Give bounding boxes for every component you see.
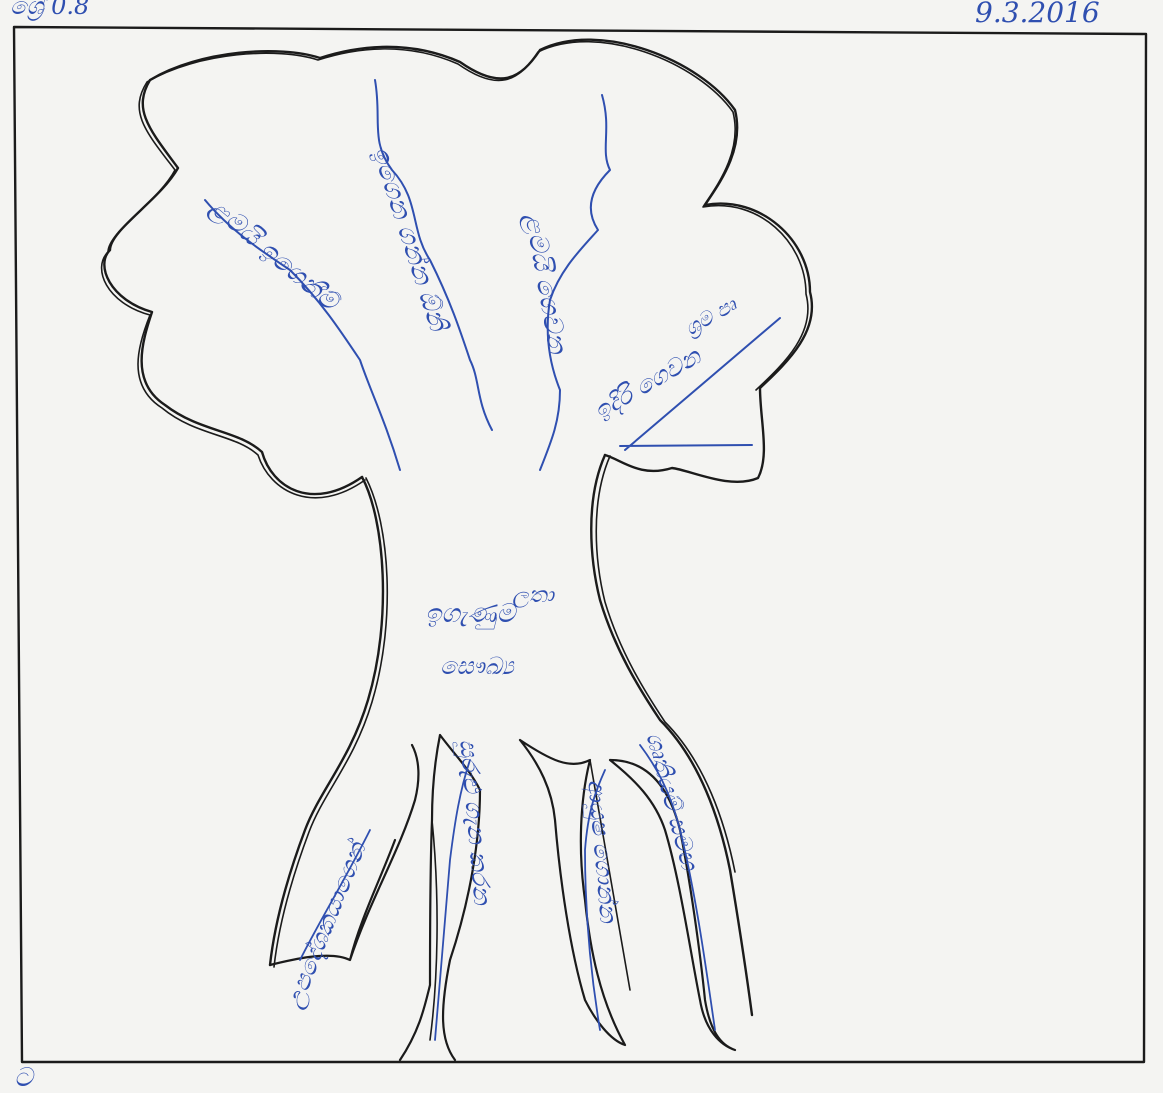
branch-label-one: ළමයි ඉගෙනීම් [204,192,347,318]
footer-label: ට [14,1063,35,1089]
branch-label-four: ඉදිරි ගෙවන [589,341,707,426]
branch-label-two: ඉගෙන ගන්න ඕනි [365,143,453,337]
branch-label-five: ශ්‍රම පෘ [681,291,742,341]
tree-canopy-outline-second [102,42,808,498]
branch-line-two [375,80,492,430]
trunk-label-right: ලතා [512,583,556,608]
root-label-two: සුරුළු ගැන කරන [452,738,497,907]
tree-trunk-right-edge [591,455,752,1015]
trunk-label-bottom: සෞඛ්‍ය [440,652,515,680]
root-label-four: ශ්‍රුතියම් සමඟ [640,729,704,875]
branch-label-three: ළමයි ගෙවන [518,211,572,358]
page-frame [14,27,1146,1062]
tree-canopy-outline [104,40,812,494]
trunk-label-top: ඉගැණුම [425,599,517,630]
header-label: ශ්‍රේ 0.8 [10,0,89,21]
date-label: 9.3.2016 [975,0,1100,29]
